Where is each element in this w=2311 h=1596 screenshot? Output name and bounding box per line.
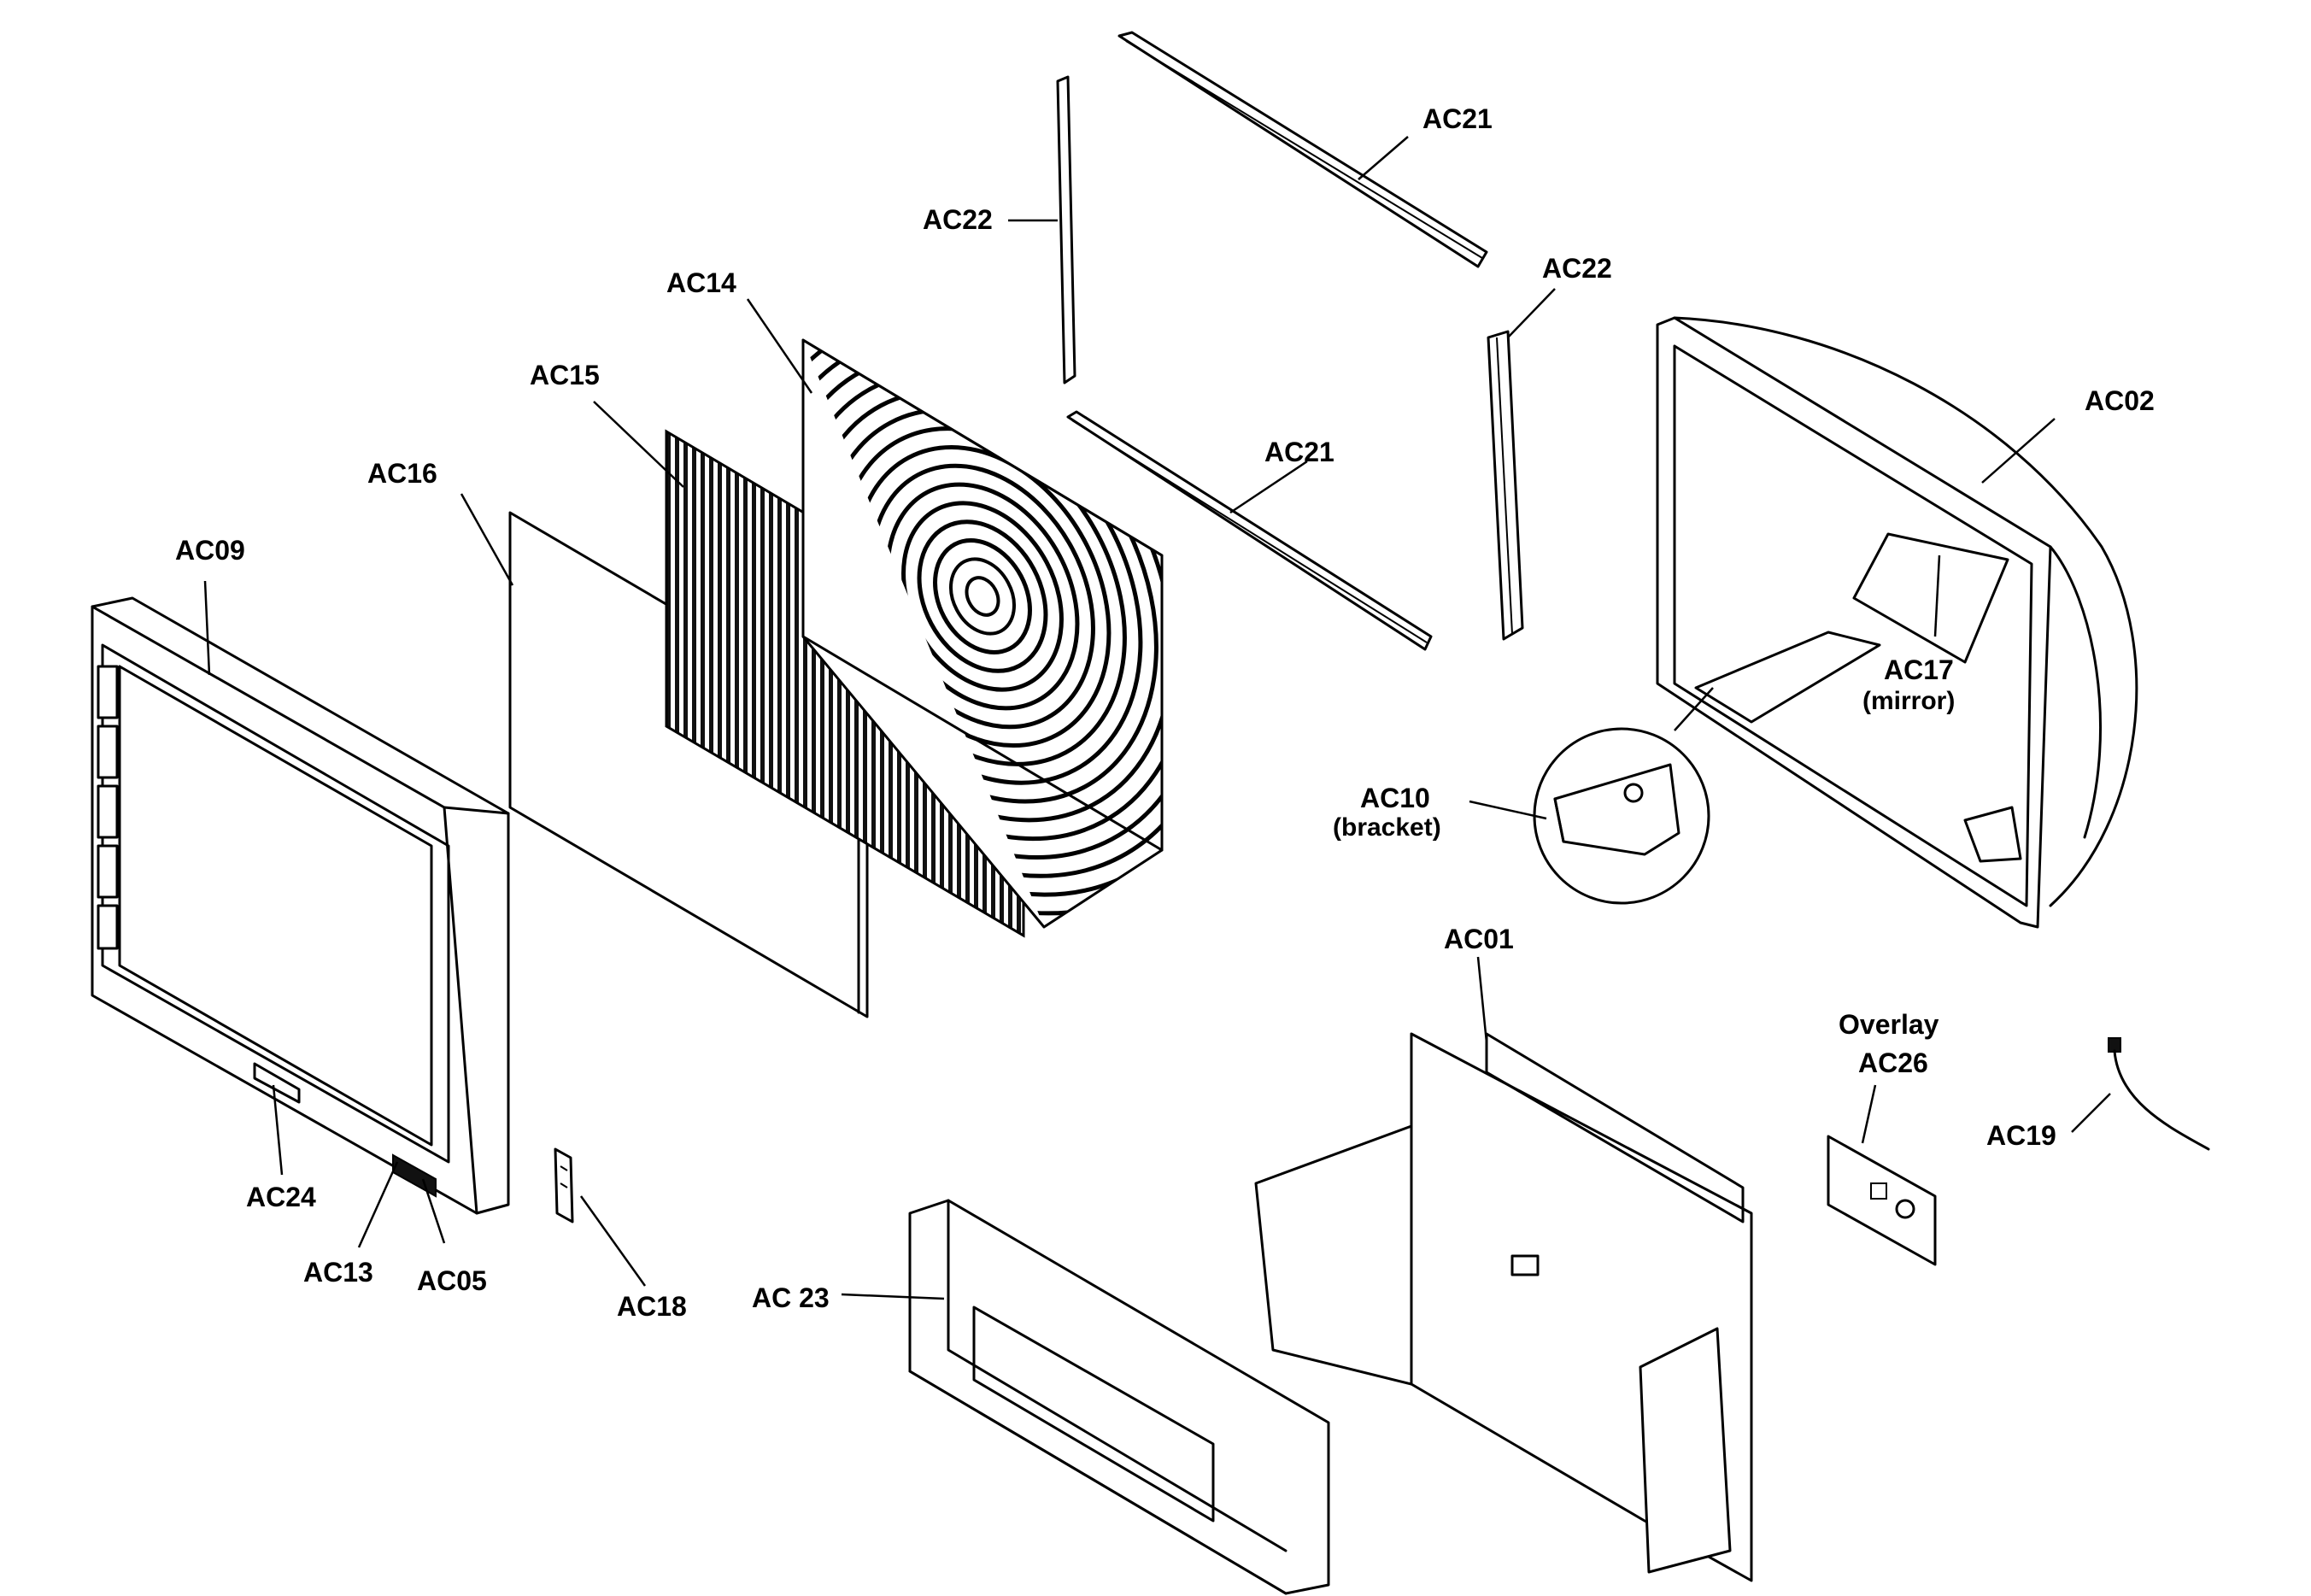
label-ac21-top: AC21 (1422, 103, 1493, 134)
label-ac18: AC18 (617, 1291, 687, 1322)
label-ac16: AC16 (367, 458, 437, 489)
label-overlay: Overlay (1839, 1009, 1939, 1040)
label-ac10-note: (bracket) (1333, 813, 1441, 842)
front-bezel-ac09 (91, 596, 510, 1215)
label-ac05: AC05 (417, 1265, 487, 1296)
rear-cabinet-ac02 (1656, 316, 2138, 929)
middle-rail-ac21 (1066, 410, 1433, 651)
label-ac19: AC19 (1986, 1120, 2056, 1151)
small-bracket-ac18 (554, 1147, 574, 1223)
fresnel-ring (933, 538, 1032, 654)
label-ac09: AC09 (175, 535, 245, 566)
base-plinth-ac23 (908, 1199, 1330, 1595)
label-ac01: AC01 (1444, 924, 1514, 954)
label-ac26: AC26 (1858, 1047, 1928, 1078)
bracket-detail-ac10 (1533, 687, 1714, 905)
label-ac13: AC13 (303, 1257, 373, 1288)
fresnel-ring (803, 340, 1162, 878)
label-ac14: AC14 (666, 267, 736, 298)
label-ac24: AC24 (246, 1182, 316, 1212)
label-ac21-mid: AC21 (1264, 437, 1334, 467)
fresnel-ring (917, 519, 1048, 673)
label-ac10: AC10 (1360, 783, 1430, 813)
label-ac22-right: AC22 (1542, 253, 1612, 284)
callout-labels: AC21 AC22 AC22 AC14 AC15 AC02 AC21 AC16 … (175, 103, 2155, 1322)
fresnel-ring (949, 557, 1016, 636)
top-rail-ac21 (1117, 31, 1488, 268)
label-ac17: AC17 (1884, 654, 1954, 685)
label-ac17-note: (mirror) (1862, 687, 1955, 715)
label-ac15: AC15 (530, 360, 600, 390)
label-ac22-left: AC22 (923, 204, 993, 235)
side-strip-ac22-left (1056, 75, 1076, 384)
cabinet-frame-ac01 (1254, 1032, 1753, 1582)
overlay-ac26 (1827, 1135, 1937, 1266)
label-ac02: AC02 (2085, 385, 2155, 416)
leader-lines (203, 136, 2111, 1300)
fresnel-ring (965, 576, 1000, 617)
cable-ac19 (2108, 1037, 2210, 1151)
side-strip-ac22-right (1487, 330, 1524, 641)
label-ac23: AC 23 (752, 1282, 830, 1313)
